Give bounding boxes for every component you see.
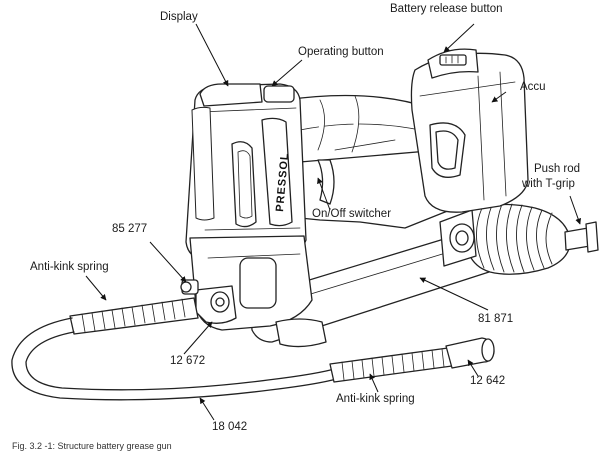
leader-operating-button [271,59,303,87]
coupler [445,337,495,369]
label-anti-kink-spring-bottom: Anti-kink spring [336,393,415,405]
barrel-end-cap [465,203,571,275]
label-accu: Accu [520,81,546,93]
leader-on-off [317,177,331,211]
label-anti-kink-spring-top: Anti-kink spring [30,261,109,273]
brand-badge [261,117,293,227]
leader-85277 [149,241,187,283]
label-push-rod-line2: with T-grip [522,178,575,190]
leader-battery-release [443,23,475,53]
leader-display [195,23,229,87]
outlet-nozzle [195,285,237,324]
hose [11,317,341,401]
battery-release-button [427,48,479,79]
side-panel [231,141,257,228]
label-12642: 12 642 [470,375,506,387]
leader-spring-top [85,275,107,301]
label-81871: 81 871 [478,313,514,325]
label-display: Display [160,11,198,23]
barrel-clamp [439,209,477,267]
leader-12642 [467,359,479,377]
label-battery-release-button: Battery release button [390,3,503,15]
leader-push-rod [569,195,582,225]
grease-nipple [180,279,199,295]
anti-kink-spring-lower [329,347,453,383]
leader-18042 [199,397,215,421]
figure-caption: Fig. 3.2 -1: Structure battery grease gu… [12,441,172,451]
leader-spring-bottom [369,373,379,393]
label-18042: 18 042 [212,421,248,433]
leader-81871 [419,277,489,311]
label-operating-button: Operating button [298,46,384,58]
trigger [317,159,335,205]
brand-text: PRESSOL [274,152,291,212]
operating-button-shape [263,85,295,103]
battery-pack [410,52,529,213]
label-on-off-switcher: On/Off switcher [312,208,392,220]
anti-kink-spring-upper [69,297,199,335]
leader-accu [491,91,507,103]
label-85277: 85 277 [112,223,148,235]
leader-12672 [183,321,213,355]
handle [284,94,441,163]
display-panel [191,83,263,221]
push-rod [564,221,599,253]
label-push-rod-line1: Push rod [534,163,581,175]
gun-foot [275,318,327,348]
leader-lines [85,23,582,421]
label-12672: 12 672 [170,355,206,367]
